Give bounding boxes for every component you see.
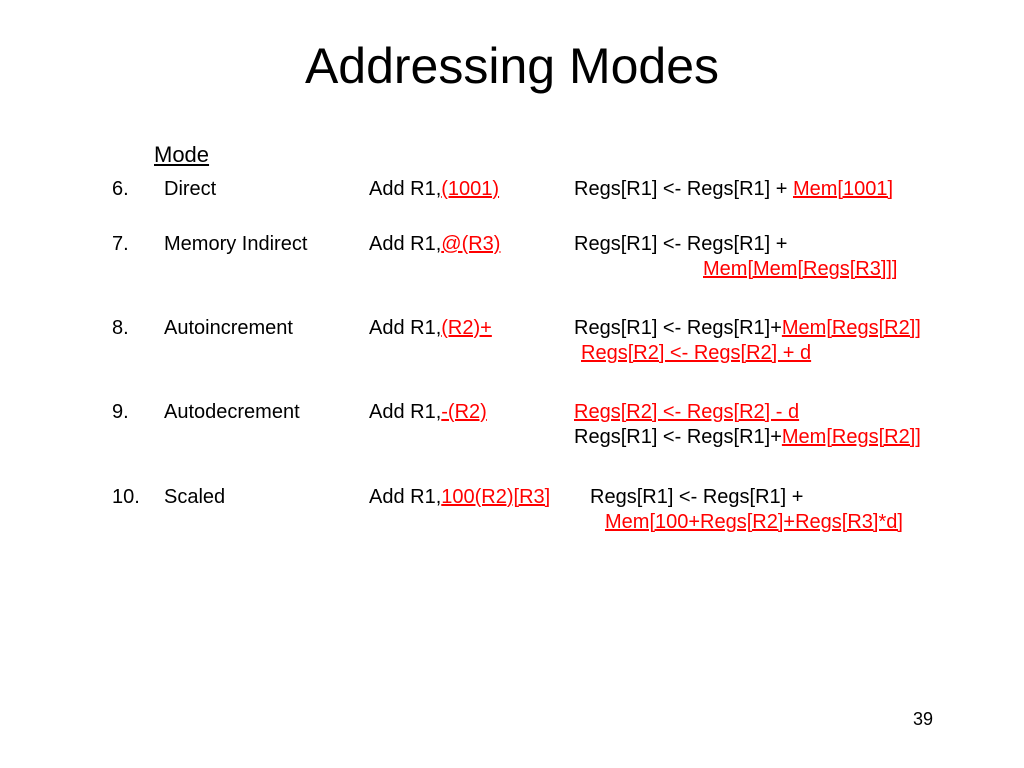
mode-name: Scaled — [164, 486, 226, 508]
instruction-operand: (R2)+ — [441, 317, 492, 339]
instruction-prefix: Add R1, — [369, 317, 442, 339]
mode-column-header: Mode — [154, 142, 210, 167]
mode-name: Memory Indirect — [164, 233, 308, 255]
instruction-operand: (1001) — [441, 178, 500, 200]
mode-name: Autoincrement — [164, 317, 293, 339]
instruction-operand: @(R3) — [441, 233, 501, 255]
description-highlight: Mem[Regs[R2]] — [781, 317, 921, 339]
row-number: 8. — [112, 317, 129, 339]
instruction: Add R1,100(R2)[R3] — [369, 485, 550, 509]
description-line-1: Regs[R1] <- Regs[R1] + — [574, 233, 788, 255]
description-line-1: Regs[R1] <- Regs[R1] + Mem[1001] — [574, 177, 893, 201]
instruction-prefix: Add R1, — [369, 233, 442, 255]
row-number: 6. — [112, 178, 129, 200]
instruction: Add R1,(1001) — [369, 177, 499, 201]
description-text: Regs[R1] <- Regs[R1] + — [574, 178, 793, 200]
mode-name: Direct — [164, 178, 217, 200]
description-line-1: Regs[R2] <- Regs[R2] - d — [574, 401, 800, 423]
instruction: Add R1,-(R2) — [369, 400, 487, 424]
mode-name: Autodecrement — [164, 401, 300, 423]
description-highlight: Mem[1001] — [792, 178, 894, 200]
description-line-1: Regs[R1] <- Regs[R1]+Mem[Regs[R2]] — [574, 316, 921, 340]
description-highlight: Mem[Regs[R2]] — [781, 426, 921, 448]
row-number: 10. — [112, 486, 140, 508]
row-number: 7. — [112, 233, 129, 255]
instruction-prefix: Add R1, — [369, 401, 442, 423]
description-text: Regs[R1] <- Regs[R1]+ — [574, 317, 782, 339]
row-number: 9. — [112, 401, 129, 423]
instruction-prefix: Add R1, — [369, 486, 442, 508]
description-line-1: Regs[R1] <- Regs[R1] + — [590, 486, 804, 508]
description-line-2: Mem[Mem[Regs[R3]]] — [703, 258, 898, 280]
slide-title: Addressing Modes — [304, 38, 720, 94]
instruction-operand: -(R2) — [441, 401, 487, 423]
description-line-2: Regs[R2] <- Regs[R2] + d — [581, 342, 812, 364]
description-line-2: Regs[R1] <- Regs[R1]+Mem[Regs[R2]] — [574, 425, 921, 449]
instruction: Add R1,@(R3) — [369, 232, 500, 256]
description-line-2: Mem[100+Regs[R2]+Regs[R3]*d] — [605, 511, 903, 533]
instruction-prefix: Add R1, — [369, 178, 442, 200]
page-number: 39 — [913, 709, 934, 729]
instruction: Add R1,(R2)+ — [369, 316, 492, 340]
instruction-operand: 100(R2)[R3] — [441, 486, 551, 508]
description-text: Regs[R1] <- Regs[R1]+ — [574, 426, 782, 448]
